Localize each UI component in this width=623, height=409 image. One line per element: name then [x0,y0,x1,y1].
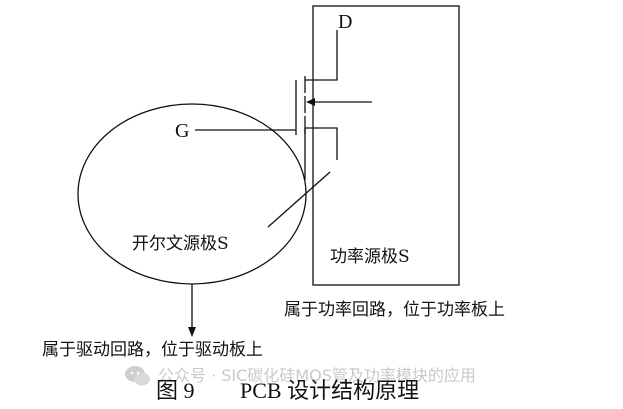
figure-number: 图 9 [156,378,195,403]
drive-loop-arrowhead [188,327,196,337]
source-lead [305,127,338,160]
power-loop-note: 属于功率回路，位于功率板上 [284,300,505,320]
kelvin-source-pointer [267,171,331,228]
drive-board-outline [77,103,307,285]
drive-loop-note: 属于驱动回路，位于驱动板上 [42,340,263,360]
drain-lead [305,30,338,81]
figure-title: PCB 设计结构原理 [240,378,420,403]
wechat-logo-icon [125,366,150,386]
kelvin-source-label: 开尔文源极S [132,234,229,254]
power-source-label: 功率源极S [330,247,410,267]
drain-label: D [338,11,353,33]
power-board-outline [312,5,460,286]
gate-label: G [175,120,190,142]
body-arrowhead [306,98,315,106]
watermark-text: 公众号 · SIC碳化硅MOS管及功率模块的应用 [158,366,476,385]
